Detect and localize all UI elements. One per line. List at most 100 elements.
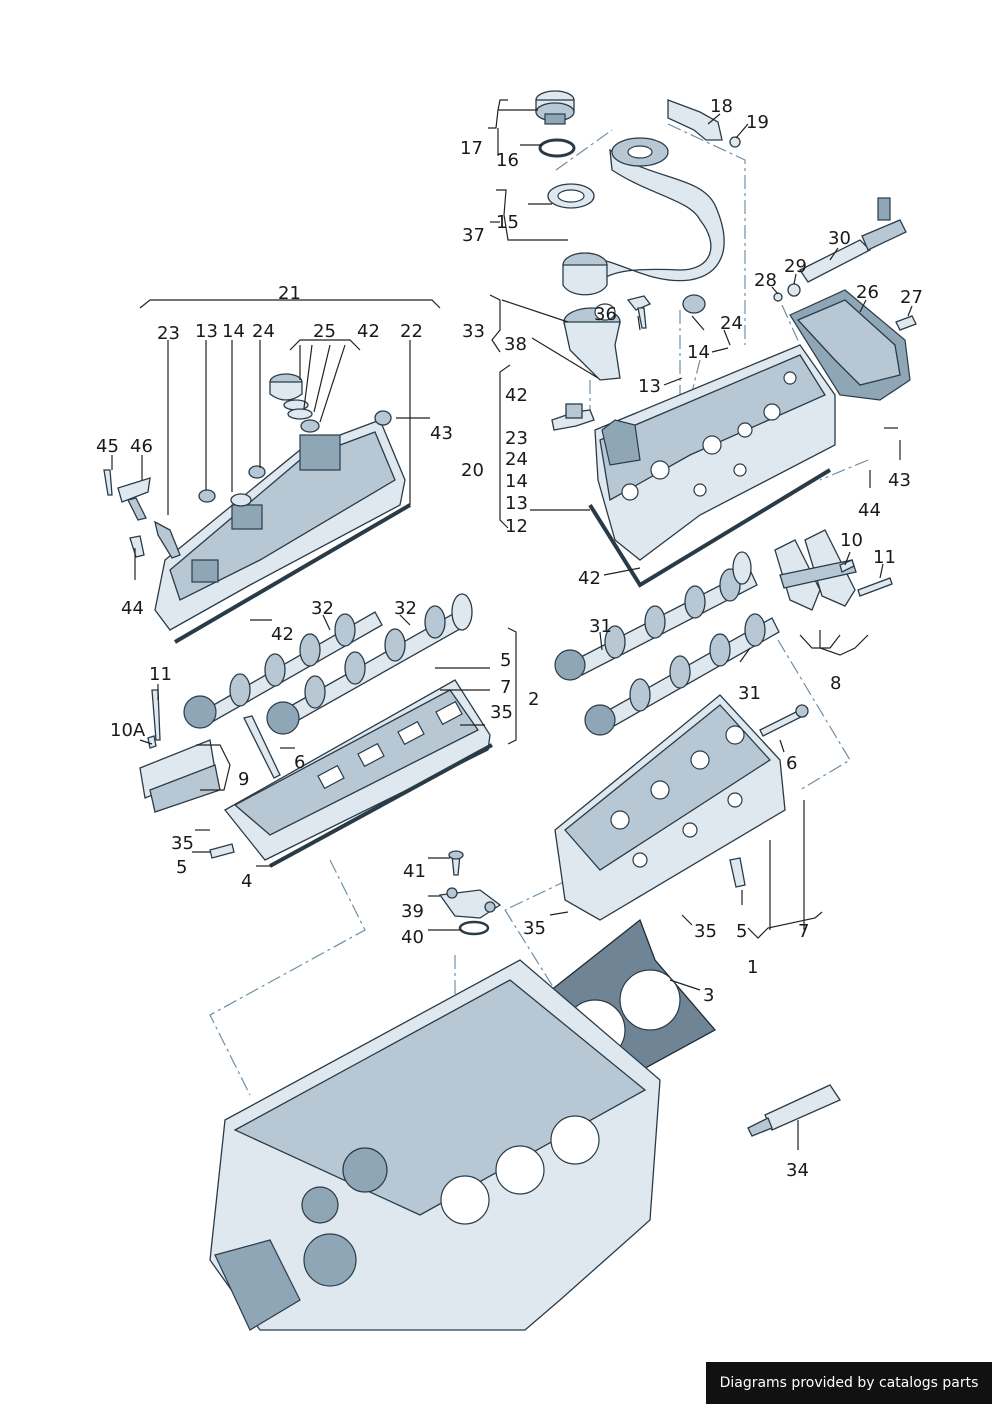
callout-label: 24 xyxy=(720,313,743,334)
callout-label: 16 xyxy=(496,150,519,171)
callout-label: 42 xyxy=(357,321,380,342)
callout-label: 10A xyxy=(110,720,146,741)
callout-label: 38 xyxy=(504,334,527,355)
leader-lines xyxy=(111,99,913,1150)
filler-seal-ring xyxy=(538,138,576,158)
callout-label: 44 xyxy=(121,598,144,619)
callout-label: 25 xyxy=(313,321,336,342)
cover-gasket-left xyxy=(173,503,412,644)
bearing-bridge-left xyxy=(139,689,221,813)
callout-label: 35 xyxy=(490,702,513,723)
callout-label: 22 xyxy=(400,321,423,342)
callout-label: 34 xyxy=(786,1160,809,1181)
stud-5-right xyxy=(729,857,746,888)
callout-label: 44 xyxy=(858,500,881,521)
callout-label: 11 xyxy=(149,664,172,685)
callout-label: 5 xyxy=(736,921,747,942)
callout-label: 20 xyxy=(461,460,484,481)
cylinder-head-cover-left xyxy=(154,419,406,631)
camshaft-left-lower xyxy=(266,593,473,735)
callout-label: 13 xyxy=(638,376,661,397)
callout-label: 23 xyxy=(505,428,528,449)
callout-label: 3 xyxy=(703,985,714,1006)
callout-label: 39 xyxy=(401,901,424,922)
callout-label: 35 xyxy=(694,921,717,942)
callout-label: 19 xyxy=(746,112,769,133)
callout-label: 2 xyxy=(528,689,539,710)
callout-label: 27 xyxy=(900,287,923,308)
callout-label: 10 xyxy=(840,530,863,551)
callout-label: 36 xyxy=(594,304,617,325)
callout-label: 28 xyxy=(754,270,777,291)
camshaft-right-upper xyxy=(554,551,758,681)
engine-block xyxy=(209,959,661,1331)
callout-label: 46 xyxy=(130,436,153,457)
breather-seal xyxy=(547,183,595,209)
stud-5-left xyxy=(209,843,235,859)
footer-credit: Diagrams provided by catalogs parts xyxy=(706,1362,992,1404)
callout-label: 17 xyxy=(460,138,483,159)
callout-label: 7 xyxy=(500,677,511,698)
callout-label: 14 xyxy=(687,342,710,363)
callout-label: 43 xyxy=(430,423,453,444)
small-caps-left xyxy=(198,410,392,507)
callout-label: 5 xyxy=(176,857,187,878)
bearing-bridge-right xyxy=(774,529,893,611)
callout-label: 24 xyxy=(252,321,275,342)
callout-label: 1 xyxy=(747,957,758,978)
callout-label: 11 xyxy=(873,547,896,568)
callout-label: 30 xyxy=(828,228,851,249)
cylinder-head-right xyxy=(554,694,786,921)
callout-label: 35 xyxy=(523,918,546,939)
camshaft-right-lower xyxy=(584,613,780,736)
callout-label: 12 xyxy=(505,516,528,537)
callout-label: 7 xyxy=(798,921,809,942)
injector-left-of-cover xyxy=(551,403,595,431)
callout-label: 4 xyxy=(241,871,252,892)
stud-44-left xyxy=(129,535,145,558)
callout-label: 9 xyxy=(238,769,249,790)
callout-label: 45 xyxy=(96,436,119,457)
callout-label: 31 xyxy=(738,683,761,704)
callout-label: 14 xyxy=(505,471,528,492)
callout-label: 6 xyxy=(294,752,305,773)
callout-label: 32 xyxy=(311,598,334,619)
callout-label: 35 xyxy=(171,833,194,854)
bolt-27 xyxy=(895,315,917,331)
breather-housing xyxy=(562,252,621,381)
callout-label: 42 xyxy=(505,385,528,406)
head-gasket-strip-left xyxy=(269,743,493,868)
callout-label: 8 xyxy=(830,673,841,694)
callout-label: 26 xyxy=(856,282,879,303)
callout-label: 31 xyxy=(589,616,612,637)
head-bolt-6-right xyxy=(759,704,809,737)
callout-label: 33 xyxy=(462,321,485,342)
sealant-tube xyxy=(747,1084,841,1137)
callout-label: 42 xyxy=(578,568,601,589)
callout-label: 6 xyxy=(786,753,797,774)
cylinder-head-left xyxy=(224,679,491,861)
callout-label: 40 xyxy=(401,927,424,948)
callout-label: 23 xyxy=(157,323,180,344)
cap-36 xyxy=(626,294,706,329)
callout-label: 42 xyxy=(271,624,294,645)
callout-label: 21 xyxy=(278,283,301,304)
callout-label: 24 xyxy=(505,449,528,470)
cap-stack-left xyxy=(269,373,320,433)
cylinder-head-cover-right xyxy=(594,344,836,561)
oil-filler-cap xyxy=(535,90,575,125)
callout-label: 29 xyxy=(784,256,807,277)
small-seals-right xyxy=(729,136,801,302)
head-bolt-6-left xyxy=(243,715,281,779)
callout-label: 43 xyxy=(888,470,911,491)
callout-label: 18 xyxy=(710,96,733,117)
cover-plate-39 xyxy=(438,850,502,936)
callout-label: 41 xyxy=(403,861,426,882)
callout-label: 32 xyxy=(394,598,417,619)
callout-label: 14 xyxy=(222,321,245,342)
callout-labels: 18 19 17 16 15 37 30 28 29 26 27 21 23 1… xyxy=(96,96,923,1181)
callout-label: 5 xyxy=(500,650,511,671)
heat-shield xyxy=(789,289,911,401)
camshaft-sensor-left xyxy=(103,469,181,559)
